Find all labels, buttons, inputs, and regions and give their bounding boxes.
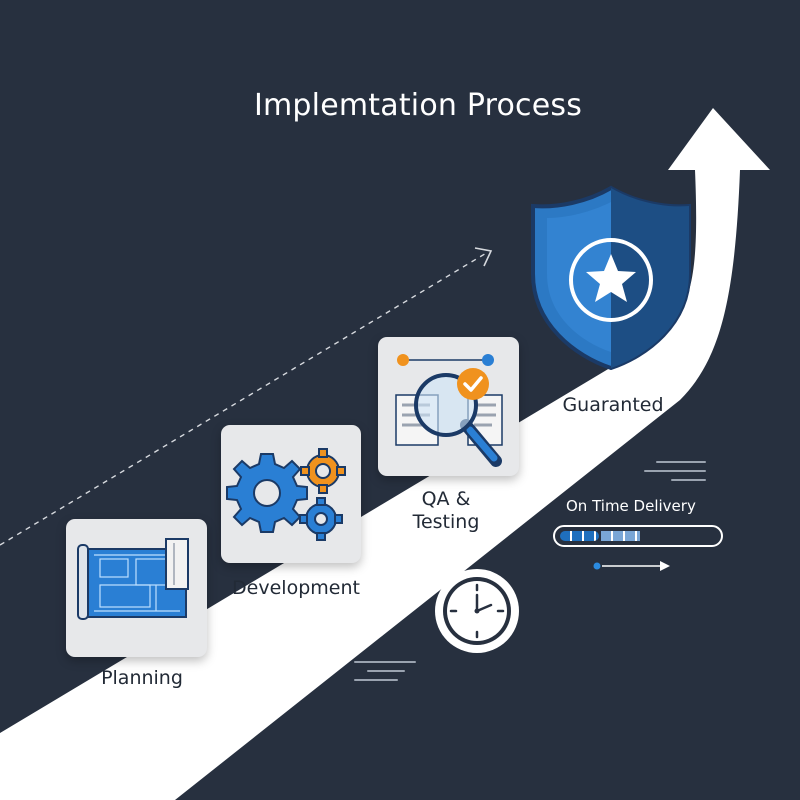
step-label-guaranteed: Guaranted xyxy=(562,394,664,416)
page-title: Implemtation Process xyxy=(253,88,583,123)
planning-card xyxy=(66,519,207,657)
magnifier-check-icon xyxy=(395,354,503,467)
step-label-qa: QA & Testing xyxy=(396,488,496,534)
delivery-progress-bar xyxy=(553,525,723,547)
dashed-trend-line xyxy=(0,251,489,546)
development-card xyxy=(221,425,361,563)
clock-icon xyxy=(435,569,519,653)
shield-star-icon xyxy=(531,185,691,370)
step-label-qa-line1: QA & xyxy=(421,488,471,510)
blueprint-icon xyxy=(77,538,189,620)
dashed-arrow-head xyxy=(474,247,493,267)
step-label-development: Development xyxy=(232,577,360,599)
timeline-arrow xyxy=(593,561,670,571)
speed-lines-top xyxy=(644,461,706,481)
speed-lines-bottom xyxy=(354,661,416,681)
delivery-label: On Time Delivery xyxy=(566,497,696,515)
delivery-progress-fill xyxy=(560,531,599,541)
qa-testing-card xyxy=(378,337,519,476)
step-label-qa-line2: Testing xyxy=(412,511,480,533)
delivery-progress-fill-light xyxy=(601,531,640,541)
step-label-planning: Planning xyxy=(101,667,183,689)
small-gear-icon xyxy=(299,497,343,541)
gears-icon xyxy=(226,448,346,541)
large-gear-icon xyxy=(226,453,308,533)
orange-gear-icon xyxy=(300,448,346,494)
